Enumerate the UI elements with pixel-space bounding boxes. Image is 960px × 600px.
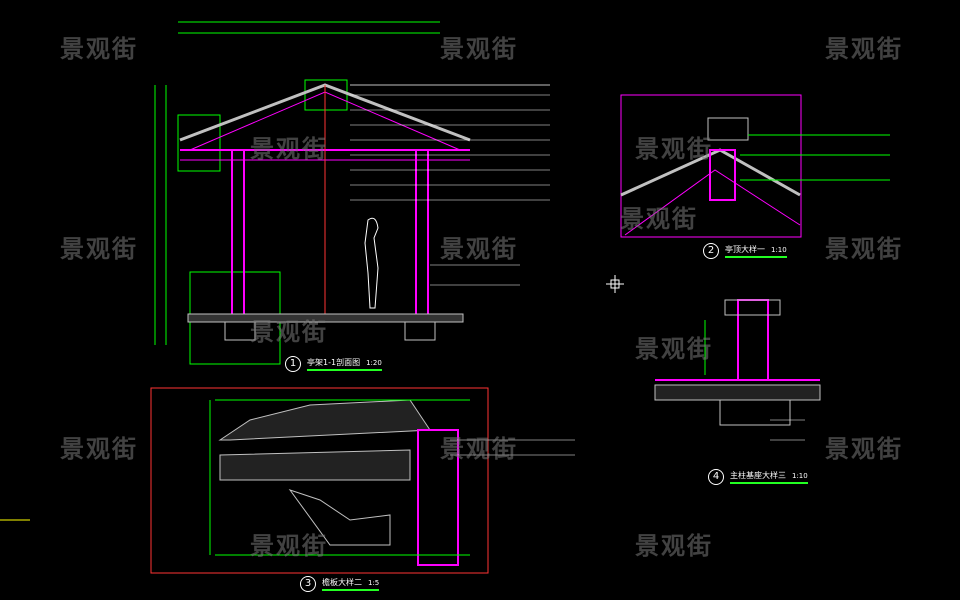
watermark: 景观街 [60, 235, 138, 263]
watermark: 景观街 [60, 35, 138, 63]
detail-4 [654, 299, 821, 441]
detail-3 [150, 387, 575, 574]
watermark: 景观街 [620, 205, 698, 233]
watermark: 景观街 [250, 318, 328, 346]
title-underline [307, 368, 382, 371]
watermark: 景观街 [440, 435, 518, 463]
view-number-1: 1 [285, 356, 301, 372]
view-scale-3: 1:5 [368, 578, 380, 587]
watermark: 景观街 [250, 135, 328, 163]
cursor-crosshair-icon [606, 275, 624, 293]
title-underline [730, 481, 808, 484]
title-underline [322, 588, 380, 591]
view-title-1: 亭架1-1剖面图 [307, 357, 361, 367]
view-title-2: 亭顶大样一 [725, 244, 765, 254]
view-title-block-1: 1 亭架1-1剖面图 1:20 [285, 356, 382, 372]
view-title-block-4: 4 主柱基座大样三 1:10 [708, 469, 808, 485]
view-scale-2: 1:10 [771, 245, 787, 254]
watermark: 景观街 [635, 335, 713, 363]
watermark: 景观街 [825, 35, 903, 63]
detail-2 [620, 94, 890, 238]
view-title-block-2: 2 亭顶大样一 1:10 [703, 243, 787, 259]
watermark: 景观街 [825, 235, 903, 263]
watermark: 景观街 [60, 435, 138, 463]
view-number-4: 4 [708, 469, 724, 485]
watermark: 景观街 [635, 532, 713, 560]
watermark: 景观街 [250, 532, 328, 560]
watermark: 景观街 [440, 35, 518, 63]
watermark: 景观街 [440, 235, 518, 263]
view-title-3: 檐板大样二 [322, 577, 362, 587]
view-title-block-3: 3 檐板大样二 1:5 [300, 576, 380, 592]
watermark: 景观街 [635, 135, 713, 163]
view-scale-4: 1:10 [792, 471, 808, 480]
view-number-3: 3 [300, 576, 316, 592]
watermark: 景观街 [825, 435, 903, 463]
section-1-1 [154, 21, 550, 365]
view-scale-1: 1:20 [366, 358, 382, 367]
view-title-4: 主柱基座大样三 [730, 470, 786, 480]
title-underline [725, 255, 787, 258]
view-number-2: 2 [703, 243, 719, 259]
